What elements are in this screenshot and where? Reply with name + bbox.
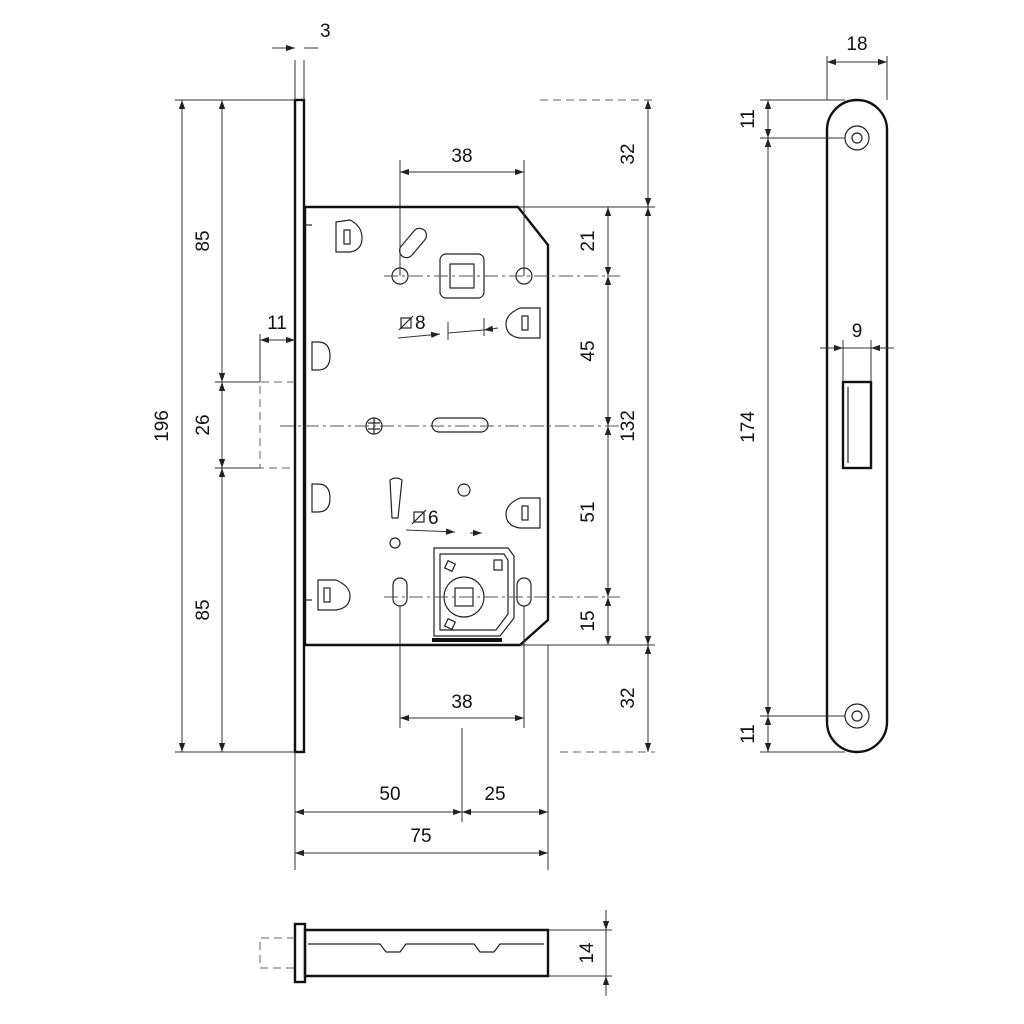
dimension-upper-height: 85 [193,100,226,382]
slot-bottom-right [516,577,532,607]
dimension-top-offset: 32 [618,100,652,207]
dimension-bottom-offset: 32 [618,645,652,752]
dimension-spindle-spacing-bottom: 38 [400,692,524,722]
dimension-body-height: 132 [618,207,652,645]
dim-lock-square: 6 [428,508,439,529]
dimension-spindle-to-end: 25 [462,784,548,816]
strike-plate [825,98,889,754]
front-view [175,60,655,870]
dim-strike-screw-spacing: 174 [738,411,759,443]
dimension-lower-height: 85 [193,468,226,752]
plate-loop-lower [311,483,331,513]
screw-tab-top-left [335,219,363,253]
strike-opening [841,380,873,470]
dimension-lock-square: 6 [405,508,482,537]
dim-backset: 50 [379,784,400,805]
dim-strike-width: 18 [846,34,867,55]
screw-tab-mid-right [505,307,541,339]
dimension-body-depth: 75 [295,826,548,857]
dim-strike-screw-top: 11 [738,109,759,129]
dimension-plate-thickness: 3 [272,21,331,52]
dim-upper-height: 85 [193,230,214,251]
dim-latch-projection: 11 [267,313,287,334]
dim-body-thickness: 14 [577,942,598,964]
strike-screw-hole-bottom [844,703,870,729]
latch-bolt-outline [259,381,295,469]
dim-body-depth: 75 [410,826,431,847]
dim-body-height: 132 [618,410,639,442]
bottom-face-plate [293,922,307,984]
dimension-body-to-spindle: 21 [578,207,612,276]
dim-lock-to-body: 15 [578,610,599,631]
dim-latch-to-lock: 51 [578,501,599,522]
dim-top-offset: 32 [618,143,639,164]
dimension-plate-length: 196 [152,100,186,752]
strike-plate-view: 18 11 174 11 9 [738,34,894,754]
dim-spindle-to-end: 25 [484,784,505,805]
dimension-spindle-square: 8 [397,313,499,340]
dimension-backset: 50 [295,784,462,816]
small-hole-1 [457,483,471,497]
screw-tab-low-right [505,497,541,529]
dim-spindle-square: 8 [415,313,426,334]
dim-latch-height: 26 [193,414,214,435]
dimension-latch-to-lock: 51 [578,426,612,597]
center-slot [431,417,489,433]
dimension-spindle-spacing-top: 38 [400,146,524,176]
bottom-body [303,928,550,978]
dimension-latch-projection: 11 [260,313,295,344]
dim-plate-length: 196 [152,410,173,442]
dimension-spindle-to-latch: 45 [578,276,612,426]
dim-strike-opening: 9 [852,321,863,342]
strike-screw-hole-top [844,125,870,151]
dim-lower-height: 85 [193,599,214,620]
screw-tab-bottom-left [317,579,351,611]
dimension-latch-height: 26 [193,382,226,468]
small-hole-2 [389,537,401,549]
dim-spindle-spacing-bottom: 38 [451,692,472,713]
lever-slot [389,477,403,519]
dim-bottom-offset: 32 [618,687,639,708]
slot-bottom-left [392,577,408,607]
dim-spindle-to-latch: 45 [578,340,599,361]
dim-body-to-spindle: 21 [578,230,599,251]
lock-cam-housing [432,547,515,642]
dimension-lock-to-body: 15 [578,597,612,645]
dim-spindle-spacing-top: 38 [451,146,472,167]
dim-strike-screw-bottom: 11 [738,724,759,744]
plate-loop-upper [311,341,331,371]
dim-plate-thickness: 3 [320,21,331,42]
bottom-view: 14 [259,910,612,996]
